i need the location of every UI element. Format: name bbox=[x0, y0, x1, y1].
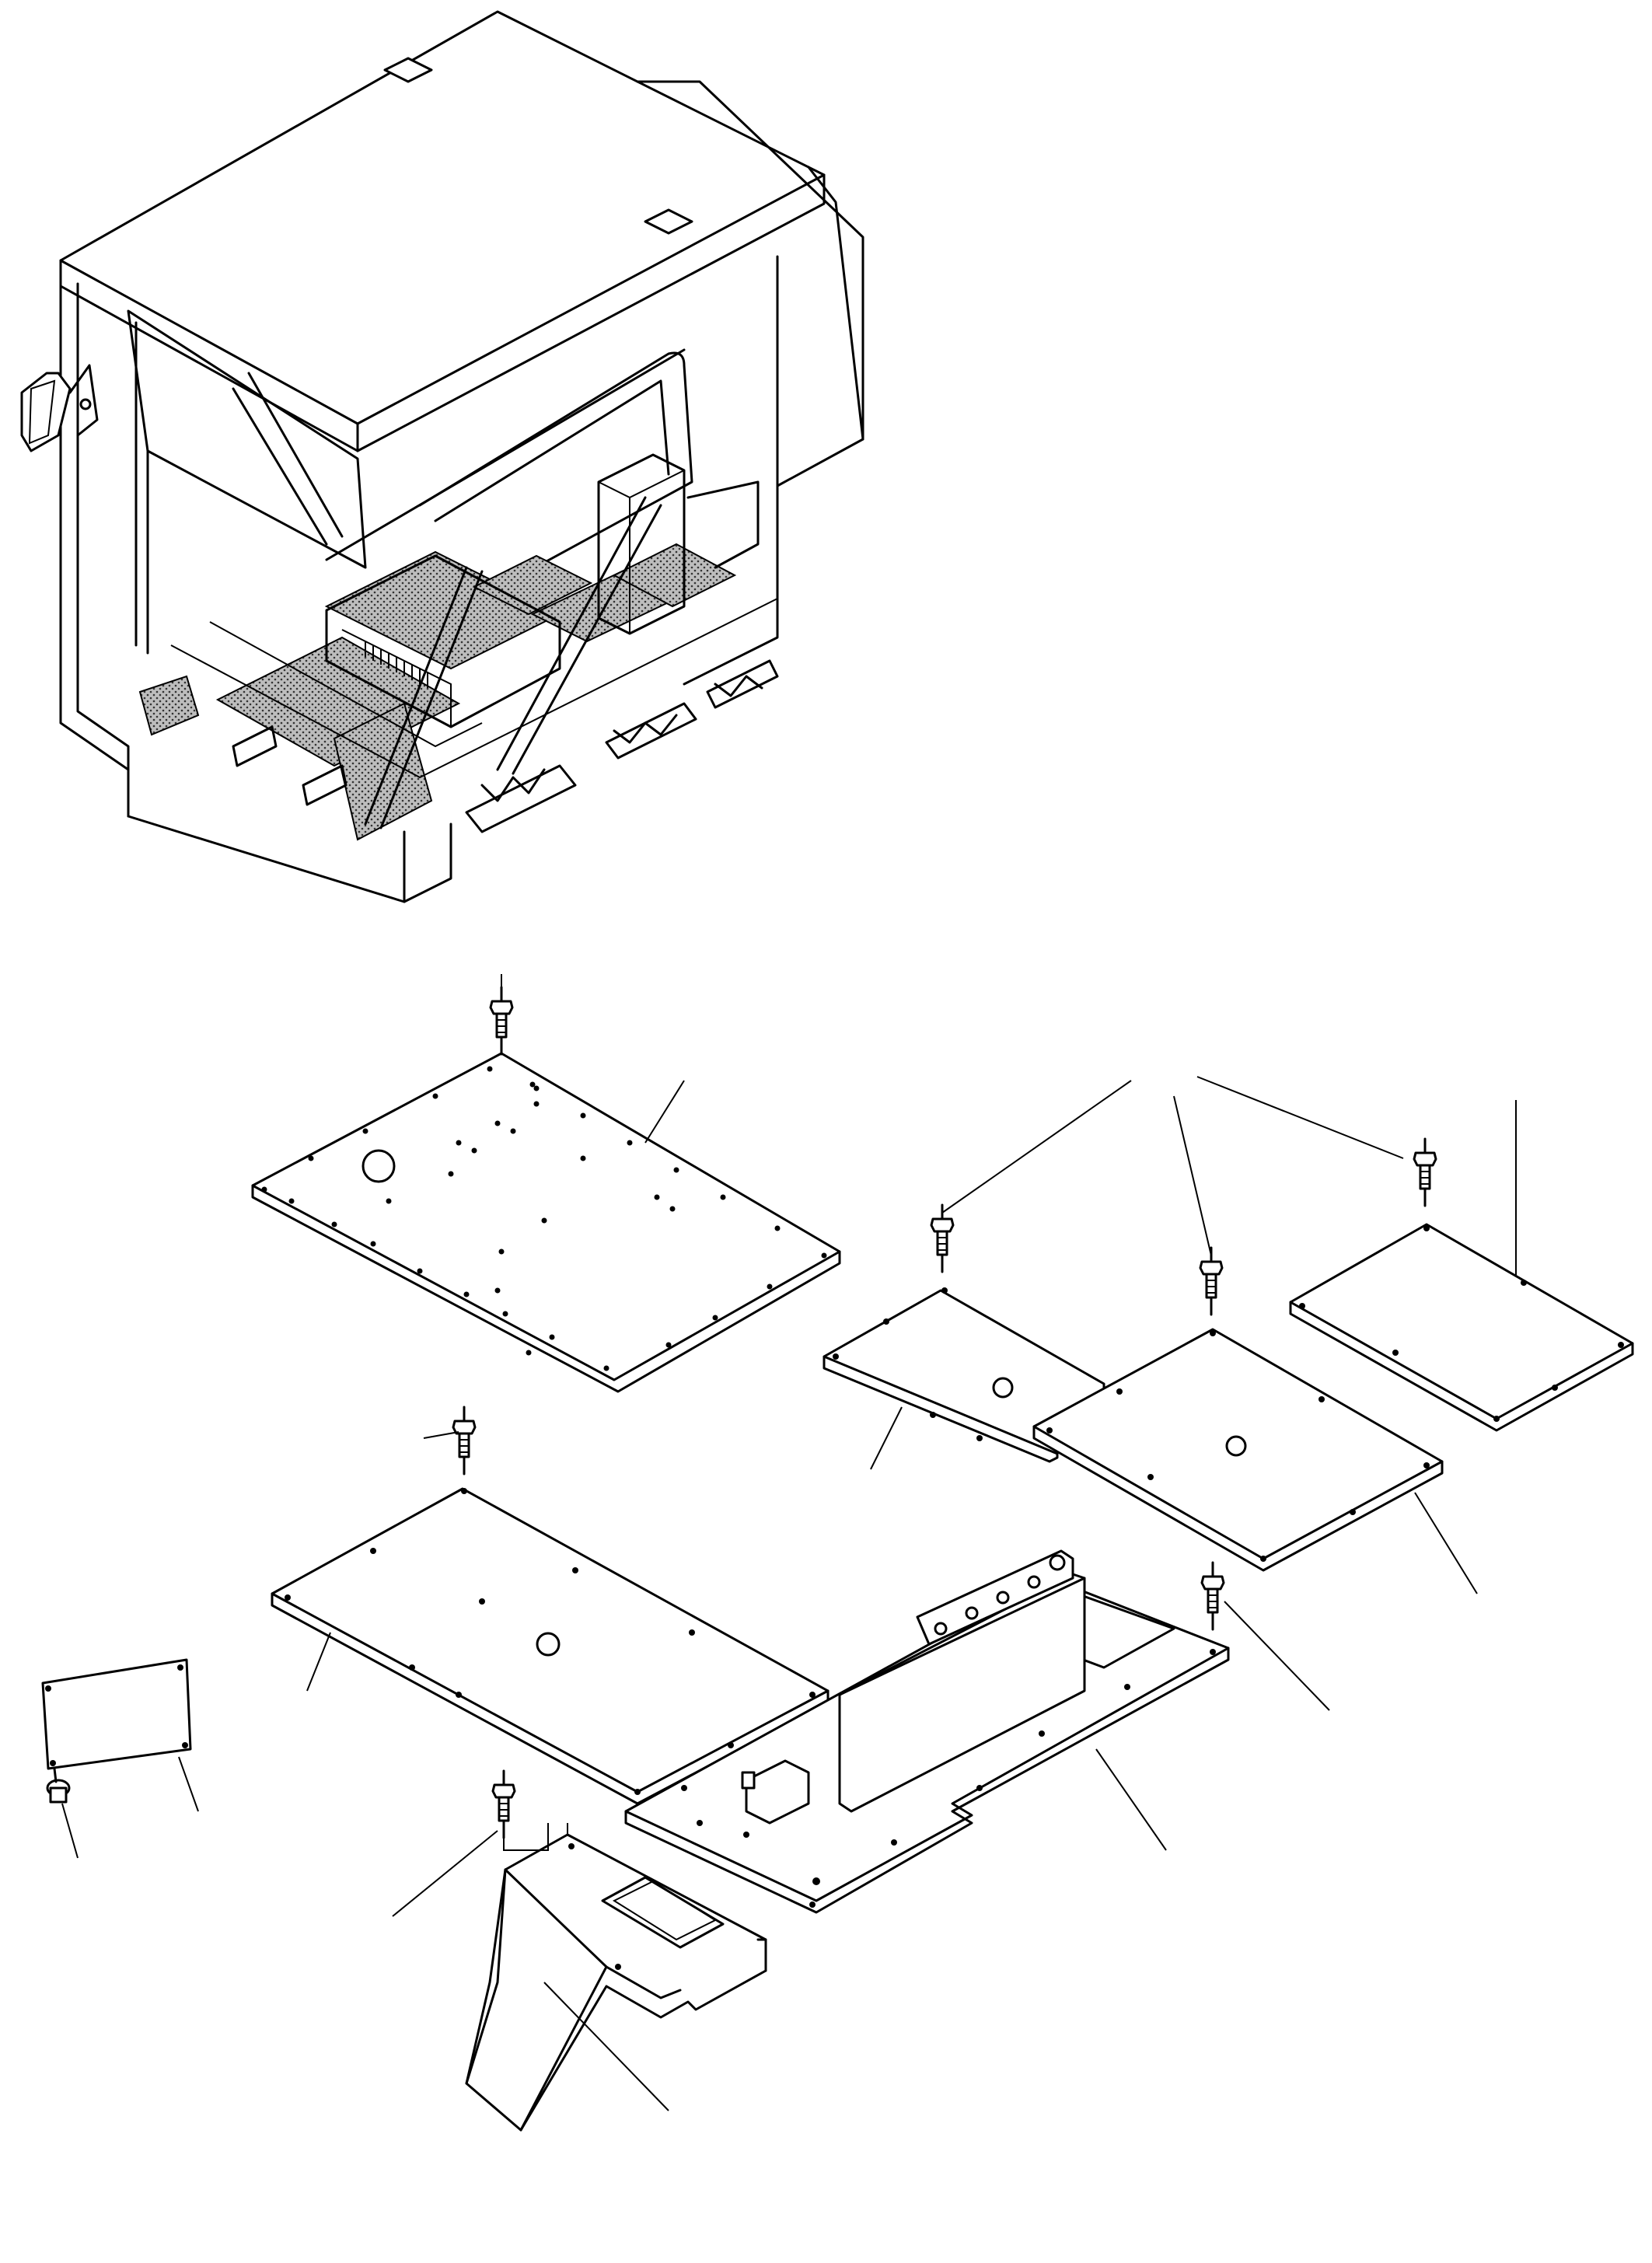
roof-hatch-front bbox=[383, 57, 433, 83]
roof-hatch-rear bbox=[644, 208, 693, 235]
cab-roof bbox=[59, 10, 826, 425]
bolt-right bbox=[1413, 1137, 1437, 1207]
bolt-center-small bbox=[930, 1203, 955, 1273]
console-switch-box bbox=[745, 1759, 810, 1825]
leader-lines bbox=[61, 974, 1517, 2111]
bolt-front-left bbox=[452, 1406, 477, 1475]
side-door-opening bbox=[418, 351, 693, 623]
bolt-rear-left bbox=[489, 986, 514, 1056]
side-cover-screw bbox=[46, 1767, 71, 1804]
front-window bbox=[127, 309, 367, 569]
pedal-cover-window bbox=[601, 1876, 725, 1949]
side-mirror bbox=[20, 364, 99, 452]
cab-assembly bbox=[20, 10, 864, 903]
small-side-cover bbox=[41, 1658, 192, 1804]
floor-support-brackets bbox=[465, 659, 779, 833]
console-base-plate bbox=[624, 1549, 1230, 1914]
center-floor-plate-large bbox=[1032, 1328, 1444, 1572]
bolt-pedal-cover bbox=[491, 1769, 516, 1839]
right-floor-plate bbox=[1289, 1223, 1634, 1432]
pedal-cover bbox=[465, 1833, 767, 2132]
rear-left-floor-plate bbox=[251, 1052, 841, 1393]
plate-access-hole bbox=[361, 1149, 396, 1183]
bolt-console bbox=[1200, 1561, 1225, 1631]
bolt-center-large bbox=[1199, 1246, 1224, 1316]
cab-floor-mat bbox=[333, 702, 433, 841]
